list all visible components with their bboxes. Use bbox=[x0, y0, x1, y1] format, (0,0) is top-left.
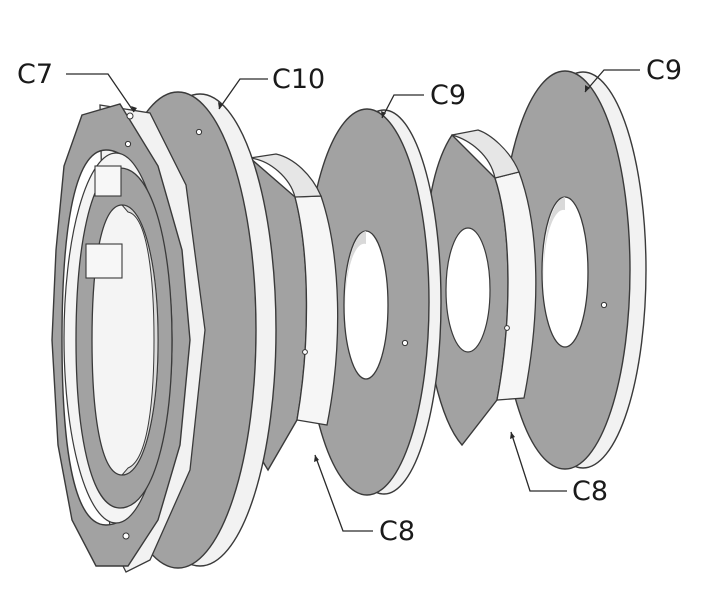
label-c10: C10 bbox=[272, 64, 325, 95]
leader-lines bbox=[66, 69, 640, 532]
c7-inner-ledge bbox=[120, 204, 159, 476]
arrowhead-c9-middle bbox=[381, 111, 386, 118]
arrowhead-c8-left bbox=[314, 455, 319, 462]
c9-middle-bore bbox=[343, 230, 389, 380]
label-c8-left: C8 bbox=[379, 516, 415, 547]
c8-left-notch-top bbox=[249, 153, 322, 198]
label-c9-middle: C9 bbox=[430, 80, 466, 111]
arrowhead-c10 bbox=[218, 102, 223, 109]
c8-right-flat bbox=[494, 171, 537, 401]
c7-hole-top bbox=[126, 112, 134, 120]
c9-middle-bore-shade bbox=[345, 231, 366, 335]
leader-c8-right bbox=[510, 431, 567, 492]
label-c9-right: C9 bbox=[646, 55, 682, 86]
part-c9-middle bbox=[304, 108, 442, 496]
c9-right-bore bbox=[541, 196, 589, 348]
c8-left-pin-hole bbox=[302, 349, 308, 355]
c7-tab-left bbox=[85, 243, 123, 279]
c7-hole-bottom bbox=[122, 532, 130, 540]
c7-tab-top bbox=[94, 165, 122, 197]
c8-right-notch-top bbox=[451, 129, 520, 179]
c10-pin-hole bbox=[195, 128, 203, 136]
c8-left-flat bbox=[294, 195, 339, 426]
c9-right-pin-hole bbox=[600, 301, 608, 309]
arrowhead-c7 bbox=[131, 106, 137, 112]
leader-c9-middle bbox=[381, 94, 424, 119]
part-c7 bbox=[51, 103, 206, 573]
label-c7: C7 bbox=[17, 59, 53, 90]
c9-middle-pin-hole bbox=[401, 339, 409, 347]
leader-c9-right bbox=[584, 69, 640, 93]
c9-right-bore-shade bbox=[543, 197, 565, 300]
leader-c8-left bbox=[314, 454, 373, 532]
part-c8-right bbox=[423, 129, 537, 447]
label-c8-right: C8 bbox=[572, 476, 608, 507]
part-labels: C7 C10 C9 C9 C8 C8 bbox=[17, 55, 682, 547]
c8-right-bore bbox=[445, 227, 491, 353]
c8-right-pin-hole bbox=[504, 325, 510, 331]
part-c9-right bbox=[499, 70, 647, 470]
arrowhead-c9-right bbox=[585, 85, 590, 92]
arrowhead-c8-right bbox=[510, 432, 515, 439]
c7-hole-mid bbox=[124, 140, 132, 148]
leader-c7 bbox=[66, 73, 135, 113]
leader-c10 bbox=[218, 78, 268, 110]
